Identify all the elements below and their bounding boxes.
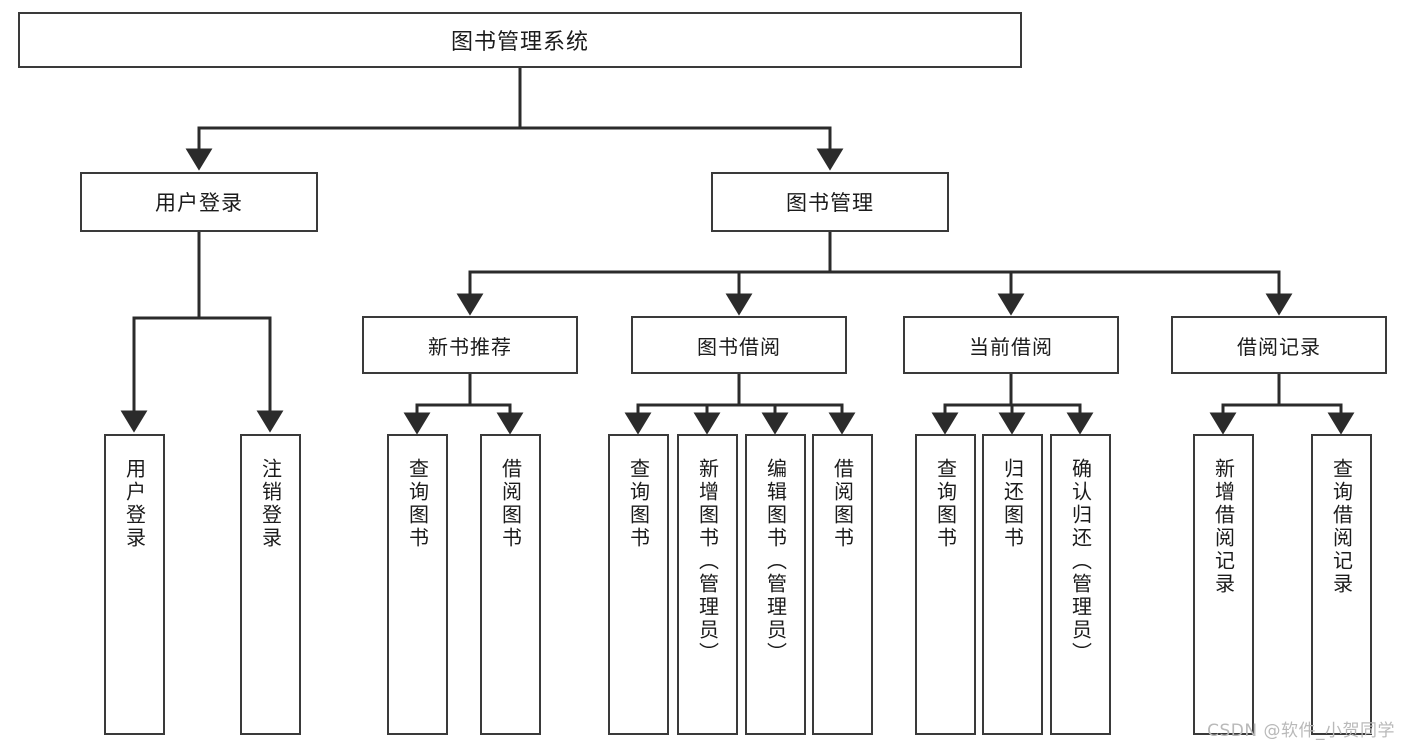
node-label: 图书管理 <box>786 191 874 215</box>
node-label: 注销登录 <box>258 458 283 550</box>
leaf-borrow-query-book[interactable]: 查询图书 <box>608 434 669 735</box>
node-label: 查询借阅记录 <box>1329 458 1354 596</box>
node-label: 新增借阅记录 <box>1211 458 1236 596</box>
node-new-book-recommend[interactable]: 新书推荐 <box>362 316 578 374</box>
node-label: 查询图书 <box>626 458 651 550</box>
csdn-watermark: CSDN @软件_小贺同学 <box>1207 721 1395 741</box>
node-label: 用户登录 <box>122 458 147 550</box>
leaf-current-query-book[interactable]: 查询图书 <box>915 434 976 735</box>
node-label: 借阅图书 <box>830 458 855 550</box>
node-label: 确认归还（管理员） <box>1068 458 1093 665</box>
node-label: 新书推荐 <box>428 334 512 359</box>
leaf-recommend-query-book[interactable]: 查询图书 <box>387 434 448 735</box>
node-user-login[interactable]: 用户登录 <box>80 172 318 232</box>
node-label: 用户登录 <box>155 191 243 215</box>
node-borrow-record[interactable]: 借阅记录 <box>1171 316 1387 374</box>
node-book-management[interactable]: 图书管理 <box>711 172 949 232</box>
leaf-borrow-add-book-admin[interactable]: 新增图书（管理员） <box>677 434 738 735</box>
node-label: 查询图书 <box>933 458 958 550</box>
node-label: 图书管理系统 <box>450 30 589 55</box>
leaf-current-confirm-return-admin[interactable]: 确认归还（管理员） <box>1050 434 1111 735</box>
node-label: 借阅图书 <box>498 458 523 550</box>
node-label: 新增图书（管理员） <box>695 458 720 665</box>
node-label: 当前借阅 <box>969 334 1053 359</box>
leaf-borrow-borrow-book[interactable]: 借阅图书 <box>812 434 873 735</box>
leaf-user-logout[interactable]: 注销登录 <box>240 434 301 735</box>
leaf-current-return-book[interactable]: 归还图书 <box>982 434 1043 735</box>
node-root-system[interactable]: 图书管理系统 <box>18 12 1022 68</box>
node-book-borrow[interactable]: 图书借阅 <box>631 316 847 374</box>
node-current-borrow[interactable]: 当前借阅 <box>903 316 1119 374</box>
leaf-recommend-borrow-book[interactable]: 借阅图书 <box>480 434 541 735</box>
leaf-record-query-record[interactable]: 查询借阅记录 <box>1311 434 1372 735</box>
node-label: 图书借阅 <box>697 334 781 359</box>
leaf-user-login[interactable]: 用户登录 <box>104 434 165 735</box>
node-label: 归还图书 <box>1000 458 1025 550</box>
node-label: 编辑图书（管理员） <box>763 458 788 665</box>
node-label: 借阅记录 <box>1237 334 1321 359</box>
leaf-record-add-record[interactable]: 新增借阅记录 <box>1193 434 1254 735</box>
node-label: 查询图书 <box>405 458 430 550</box>
leaf-borrow-edit-book-admin[interactable]: 编辑图书（管理员） <box>745 434 806 735</box>
